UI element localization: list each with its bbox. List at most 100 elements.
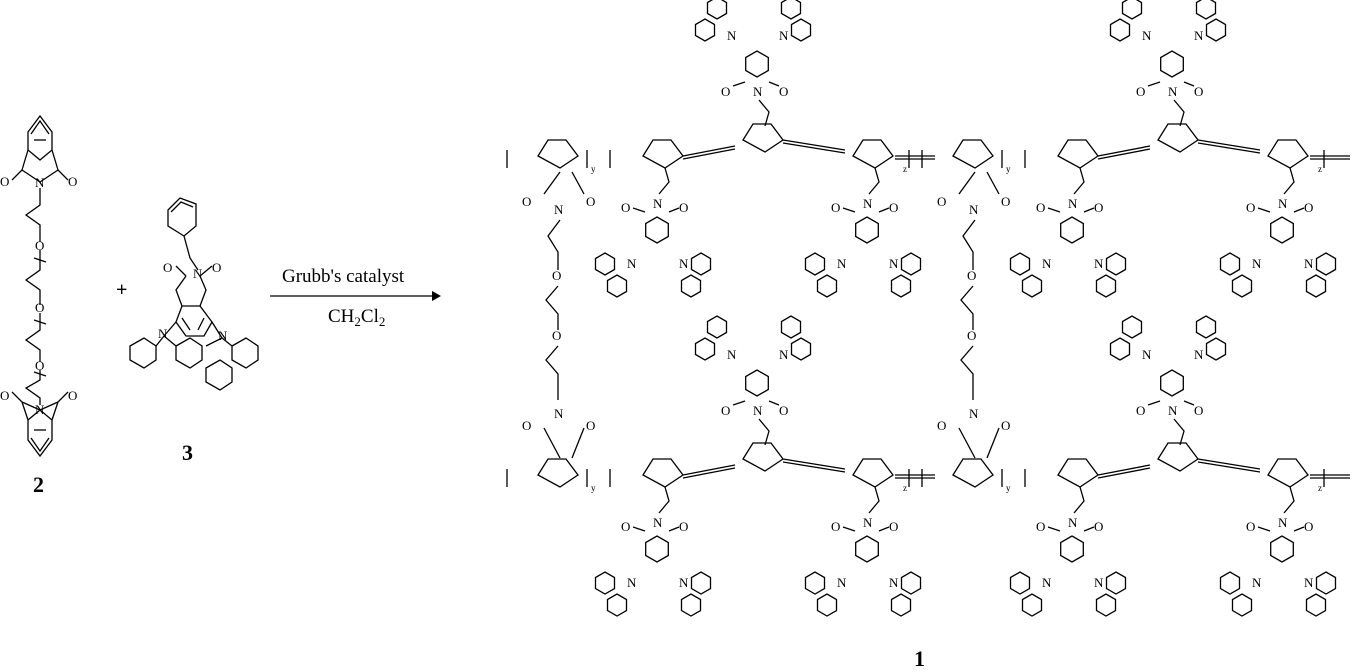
- atom-o: O: [779, 84, 788, 99]
- repeat-bracket: [506, 150, 588, 168]
- vinylene-bond: [782, 461, 846, 473]
- atom-n: N: [727, 28, 737, 43]
- cyclopentane-ring: [1057, 458, 1099, 488]
- crosslink-cyclopentane: [537, 458, 579, 488]
- atom-n: N: [35, 175, 45, 190]
- atom-n: N: [158, 326, 168, 341]
- atom-o: O: [831, 519, 840, 534]
- atom-n: N: [969, 202, 979, 217]
- carbazole-ring: [1105, 571, 1127, 595]
- atom-o: O: [0, 174, 9, 189]
- cyclopentane-ring: [1267, 139, 1309, 169]
- repeat-bracket: [921, 469, 1003, 487]
- atom-n: N: [1252, 575, 1262, 590]
- atom-o: O: [937, 418, 946, 433]
- phthalimide-ring: [1060, 535, 1084, 563]
- vinylene-bond: [782, 142, 846, 154]
- methylene-linker: [868, 167, 880, 195]
- carbonyl-bond: [1047, 526, 1095, 532]
- carbonyl-bond: [842, 526, 890, 532]
- repeat-subscript-z: z: [1318, 164, 1322, 174]
- carbazole-ring: [1021, 274, 1043, 298]
- cyclopentane-ring: [852, 139, 894, 169]
- vinylene-bond: [1097, 464, 1151, 476]
- vinylene-bond: [782, 139, 846, 151]
- atom-n: N: [1094, 256, 1104, 271]
- vinylene-bond: [682, 145, 736, 157]
- atom-o: O: [1194, 403, 1203, 418]
- atom-n: N: [1278, 196, 1288, 211]
- reaction-arrow: [270, 291, 441, 301]
- atom-n: N: [1142, 28, 1152, 43]
- vinylene-bond: [1197, 139, 1261, 151]
- carbazole-ring: [1205, 337, 1227, 361]
- carbonyl-bond: [1257, 207, 1305, 213]
- carbazole-ring: [790, 337, 812, 361]
- carbazole-ring: [780, 0, 802, 20]
- solvent-label: CH2Cl2: [328, 306, 385, 329]
- compound-1-label: 1: [914, 646, 925, 671]
- cyclopentane-ring: [1157, 123, 1199, 153]
- atom-o: O: [889, 200, 898, 215]
- methylene-linker: [1073, 167, 1085, 195]
- atom-n: N: [627, 256, 637, 271]
- carbazole-ring: [1231, 274, 1253, 298]
- atom-n: N: [653, 515, 663, 530]
- methylene-linker: [758, 418, 770, 446]
- atom-n: N: [1142, 347, 1152, 362]
- phthalimide-ring: [1060, 216, 1084, 244]
- atom-o: O: [586, 194, 595, 209]
- cyclopentane-ring: [1157, 442, 1199, 472]
- carbonyl-bond: [1147, 400, 1195, 406]
- compound-3-structure: [129, 197, 259, 391]
- carbazole-ring: [1315, 252, 1337, 276]
- atom-n: N: [837, 575, 847, 590]
- atom-o: O: [721, 84, 730, 99]
- phthalimide-ring: [1270, 535, 1294, 563]
- vinylene-bond: [1097, 148, 1151, 160]
- atom-n: N: [889, 575, 899, 590]
- phthalimide-ring: [855, 216, 879, 244]
- compound-2-label: 2: [33, 472, 44, 497]
- repeat-subscript-z: z: [903, 164, 907, 174]
- carbazole-ring: [1195, 315, 1217, 339]
- atom-n: N: [1068, 515, 1078, 530]
- phthalimide-ring: [745, 369, 769, 397]
- compound-2-atoms: N O O O O O N O O: [0, 174, 77, 417]
- carbazole-ring: [606, 274, 628, 298]
- atom-o: O: [1136, 84, 1145, 99]
- peg-bond: [962, 219, 976, 270]
- carbonyl-bond: [632, 526, 680, 532]
- carbazole-ring: [1195, 0, 1217, 20]
- carbazole-ring: [1219, 252, 1241, 276]
- carbonyl-bond: [842, 207, 890, 213]
- carbazole-ring: [694, 18, 716, 42]
- atom-n: N: [863, 515, 873, 530]
- atom-n: N: [1194, 28, 1204, 43]
- vinylene-bond: [682, 148, 736, 160]
- carbazole-ring: [706, 315, 728, 339]
- vinylene-bond: [682, 464, 736, 476]
- carbazole-ring: [1305, 593, 1327, 617]
- carbazole-ring: [1205, 18, 1227, 42]
- vinylene-bond: [1097, 145, 1151, 157]
- atom-n: N: [1252, 256, 1262, 271]
- atom-n: N: [1304, 256, 1314, 271]
- atom-n: N: [837, 256, 847, 271]
- repeat-subscript-y: y: [1006, 164, 1011, 174]
- repeat-bracket: [506, 469, 588, 487]
- carbazole-ring: [816, 274, 838, 298]
- vinylene-bond: [1197, 458, 1261, 470]
- atom-o: O: [779, 403, 788, 418]
- atom-o: O: [721, 403, 730, 418]
- carbazole-ring: [900, 252, 922, 276]
- atom-o: O: [1001, 194, 1010, 209]
- methylene-linker: [1173, 99, 1185, 127]
